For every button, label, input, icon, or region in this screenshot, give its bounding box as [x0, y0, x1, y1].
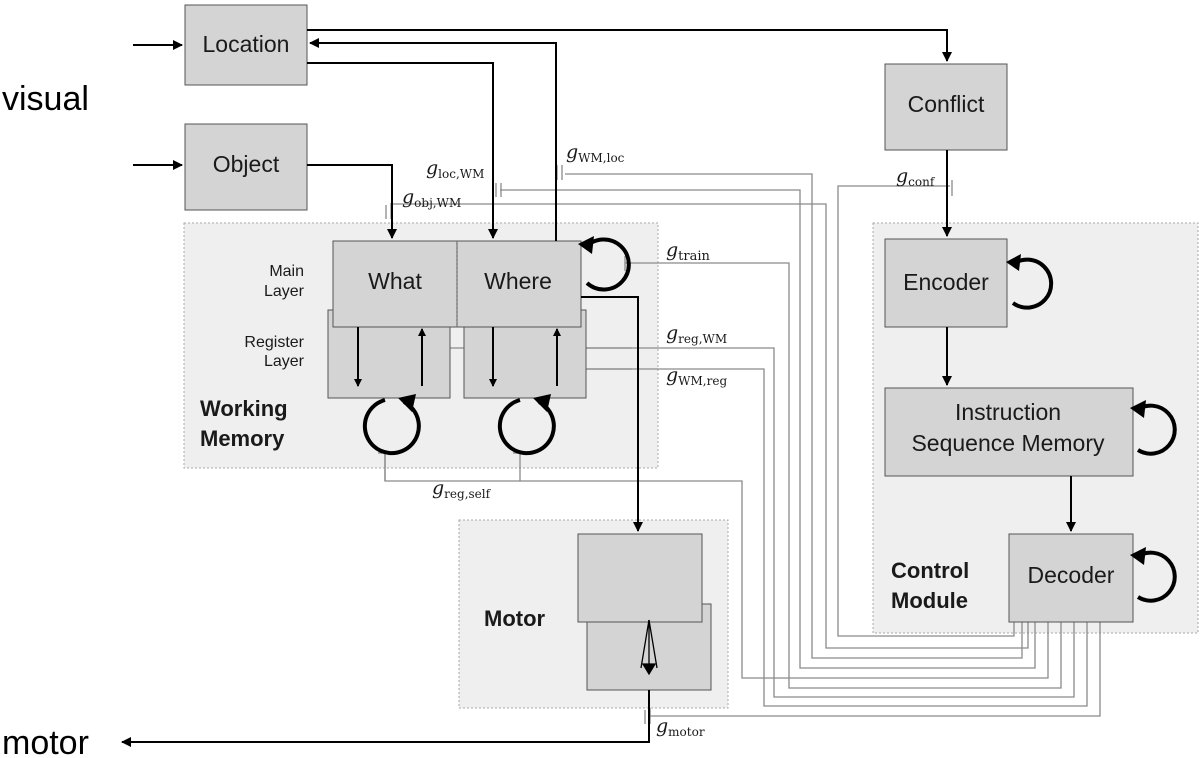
gate-wiring [384, 173, 1101, 717]
main-layer-label-1: Main [269, 263, 304, 280]
working-memory-label-1: Working [200, 396, 288, 421]
instruction-sequence-box [884, 387, 1134, 477]
gate-label-motor: gmotor [656, 715, 705, 739]
motor-fan-arrows [640, 619, 658, 676]
object-box [184, 123, 308, 211]
gate-label-obj-wm: gobj,WM [402, 186, 461, 210]
gate-label-train: gtrain [666, 239, 711, 264]
self-loop-icons [362, 237, 1177, 603]
signal-arrows [121, 29, 1076, 747]
location-label: Location [203, 31, 290, 57]
instruction-label-2: Sequence Memory [911, 430, 1105, 456]
self-loop-arrowheads [398, 236, 1146, 565]
gate-label-reg-wm: greg,WM [666, 322, 727, 346]
motor-front-box [577, 533, 703, 623]
decoder-box [1008, 533, 1134, 623]
control-module-label-2: Module [891, 588, 968, 613]
conflict-label: Conflict [908, 91, 985, 117]
location-box [184, 4, 308, 86]
encoder-label: Encoder [903, 269, 989, 295]
motor-region-label: Motor [484, 606, 546, 631]
gate-label-loc-wm: gloc,WM [426, 157, 484, 181]
register-layer-label-2: Layer [264, 353, 305, 370]
where-box [456, 240, 582, 328]
register-layer-label-1: Register [244, 334, 304, 351]
gate-label-conf: gconf [896, 165, 936, 189]
what-label: What [368, 268, 422, 294]
encoder-box [884, 238, 1008, 328]
gate-label-reg-self: greg,self [432, 477, 492, 501]
gate-label-wm-loc: gWM,loc [566, 141, 625, 165]
motor-output-label: motor [2, 724, 89, 758]
instruction-label-1: Instruction [955, 399, 1061, 425]
conflict-box [884, 63, 1008, 151]
gate-label-wm-reg: gWM,reg [666, 364, 727, 388]
object-label: Object [213, 151, 280, 177]
working-memory-label-2: Memory [200, 426, 285, 451]
decoder-label: Decoder [1028, 562, 1115, 588]
control-module-label-1: Control [891, 558, 969, 583]
main-layer-label-2: Layer [264, 283, 305, 300]
where-label: Where [484, 268, 552, 294]
visual-label: visual [2, 80, 89, 118]
